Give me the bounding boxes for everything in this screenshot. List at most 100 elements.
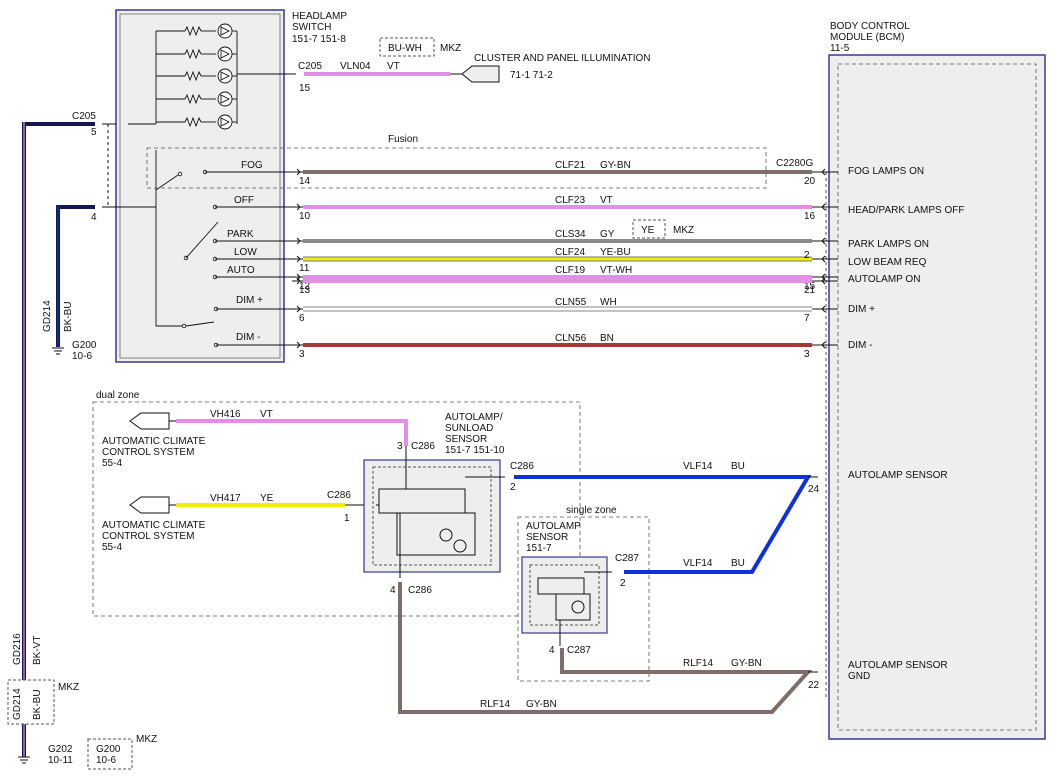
switch-wire-8: CLN56 BN 3 3	[292, 333, 838, 360]
bcm-signal-low: LOW BEAM REQ	[848, 257, 927, 268]
switch-pos-low: LOW	[234, 247, 257, 258]
bu-wh-box-label: BU-WH	[388, 43, 422, 54]
mkz-g200-ref: 10-6	[96, 755, 116, 766]
vlf14-top-color: BU	[731, 461, 745, 472]
switch-pos-dim-minus: DIM -	[236, 332, 260, 343]
bcm-signal-fog: FOG LAMPS ON	[848, 166, 924, 177]
dual-pin-1: 1	[344, 513, 350, 524]
switch-wire-pin-left-7: 6	[299, 313, 305, 324]
bcm-signal-autolamp-sensor: AUTOLAMP SENSOR	[848, 470, 948, 481]
cls34-option: YE MKZ	[632, 219, 694, 239]
vlf14-bottom-label: VLF14	[683, 558, 713, 569]
left-ground-circuits: C205 5 4 GD214 BK-BU G200 10-6 GD216 BK-…	[7, 111, 157, 770]
dual-pin-4: 4	[390, 585, 396, 596]
headlamp-switch-ref: 151-7 151-8	[292, 34, 346, 45]
headlamp-switch: HEADLAMP SWITCH 151-7 151-8	[110, 9, 347, 363]
mkz-gd214: GD214	[12, 688, 23, 720]
dual-c286-bottom: C286	[408, 585, 432, 596]
rlf14-bottom-label: RLF14	[480, 699, 510, 710]
switch-pos-off: OFF	[234, 195, 254, 206]
dual-sensor-title-2: SUNLOAD	[445, 423, 493, 434]
bcm-pin-24: 24	[808, 484, 820, 495]
switch-wire-circuit-1: CLF21	[555, 160, 585, 171]
vh417-color: YE	[260, 493, 274, 504]
switch-wire-circuit-3: CLS34	[555, 229, 586, 240]
switch-wire-pin-right-8: 3	[804, 349, 810, 360]
dual-sensor-title: AUTOLAMP/	[445, 412, 503, 423]
g202-ref: 10-11	[48, 755, 73, 766]
acc2-title-2: CONTROL SYSTEM	[102, 531, 194, 542]
bcm-signal-autolamp-sensor-2: AUTOLAMP SENSOR	[848, 660, 948, 671]
switch-pos-park: PARK	[227, 229, 254, 240]
fusion-label: Fusion	[388, 134, 418, 145]
bcm-signal-auto: AUTOLAMP ON	[848, 274, 920, 285]
lamp-row-3	[156, 68, 237, 84]
acc2-title: AUTOMATIC CLIMATE	[102, 520, 206, 531]
mkz-ground-tag: MKZ	[58, 682, 79, 693]
dual-c286-right: C286	[510, 461, 534, 472]
dual-pin-3: 3	[397, 441, 403, 452]
switch-wire-pin-left-6: 13	[299, 285, 311, 296]
cls34-mkz-tag: MKZ	[673, 225, 694, 236]
switch-pos-auto: AUTO	[227, 265, 255, 276]
dual-c286-top: C286	[411, 441, 435, 452]
switch-wire-pin-right-6: 21	[804, 285, 816, 296]
switch-wire-pin-left-2: 10	[299, 211, 311, 222]
dual-sensor-title-3: SENSOR	[445, 434, 487, 445]
single-zone-region: single zone AUTOLAMP SENSOR 151-7 C287 2…	[517, 505, 650, 682]
cluster-illumination-wire: C205 VLN04 VT 15 CLUSTER AND PANEL ILLUM…	[298, 53, 651, 94]
lamp-row-1	[156, 23, 237, 39]
switch-wire-pin-right-1: 20	[804, 176, 816, 187]
switch-wire-color-8: BN	[600, 333, 614, 344]
dual-c286-left: C286	[327, 490, 351, 501]
body-control-module: BODY CONTROL MODULE (BCM) 11-5 C2280G FO…	[776, 21, 1046, 740]
rlf14-top-label: RLF14	[683, 658, 713, 669]
bu-wh-option: BU-WH MKZ	[379, 37, 461, 57]
switch-contacts	[110, 150, 292, 346]
bcm-ref: 11-5	[830, 43, 850, 54]
bcm-connector: C2280G	[776, 158, 813, 169]
switch-pos-dim-plus: DIM +	[236, 295, 263, 306]
g200-label: G200	[72, 340, 97, 351]
vlf14-top-label: VLF14	[683, 461, 713, 472]
rlf14-bottom-color: GY-BN	[526, 699, 557, 710]
vlf14-bottom-color: BU	[731, 558, 745, 569]
switch-wire-6: 13 21	[292, 277, 838, 296]
vh416-color: VT	[260, 409, 273, 420]
bcm-signal-dim-plus: DIM +	[848, 304, 875, 315]
c205-pin-5: 5	[91, 127, 97, 138]
headlamp-switch-title-2: SWITCH	[292, 22, 331, 33]
gd214-color: BK-BU	[63, 301, 74, 332]
acc1-title-2: CONTROL SYSTEM	[102, 447, 194, 458]
switch-wire-color-5: VT-WH	[600, 265, 632, 276]
switch-wire-pin-left-5: 12	[299, 281, 311, 292]
bu-wh-mkz-tag: MKZ	[440, 43, 461, 54]
dual-zone-region: dual zone VH416 VT AUTOMATIC CLIMATE CON…	[92, 390, 581, 617]
cluster-label: CLUSTER AND PANEL ILLUMINATION	[474, 53, 651, 64]
lamp-row-2	[156, 46, 237, 62]
top-wire-pin: 15	[299, 83, 311, 94]
gd216-color: BK-VT	[32, 636, 43, 665]
dual-sensor-ref: 151-7 151-10	[445, 445, 505, 456]
dual-pin-2: 2	[510, 482, 516, 493]
c205-label: C205	[72, 111, 96, 122]
bcm-pin-22: 22	[808, 680, 820, 691]
lamp-row-5	[156, 114, 237, 130]
single-c287-top: C287	[615, 553, 639, 564]
bcm-title: BODY CONTROL	[830, 21, 910, 32]
switch-wire-pin-right-5: 15	[804, 281, 816, 292]
switch-wire-circuit-2: CLF23	[555, 195, 585, 206]
switch-wire-pin-left-8: 3	[299, 349, 305, 360]
mkz-g200-tag: MKZ	[136, 734, 157, 745]
cls34-ye-box: YE	[641, 225, 655, 236]
switch-wire-pin-left-4: 11	[299, 263, 310, 274]
switch-wire-circuit-8: CLN56	[555, 333, 587, 344]
single-pin-2: 2	[620, 578, 626, 589]
switch-wire-circuit-5: CLF19	[555, 265, 585, 276]
bcm-signal-park: PARK LAMPS ON	[848, 239, 929, 250]
mkz-g200: G200	[96, 744, 121, 755]
top-wire-color: VT	[387, 61, 400, 72]
c205-pin-4: 4	[91, 212, 97, 223]
